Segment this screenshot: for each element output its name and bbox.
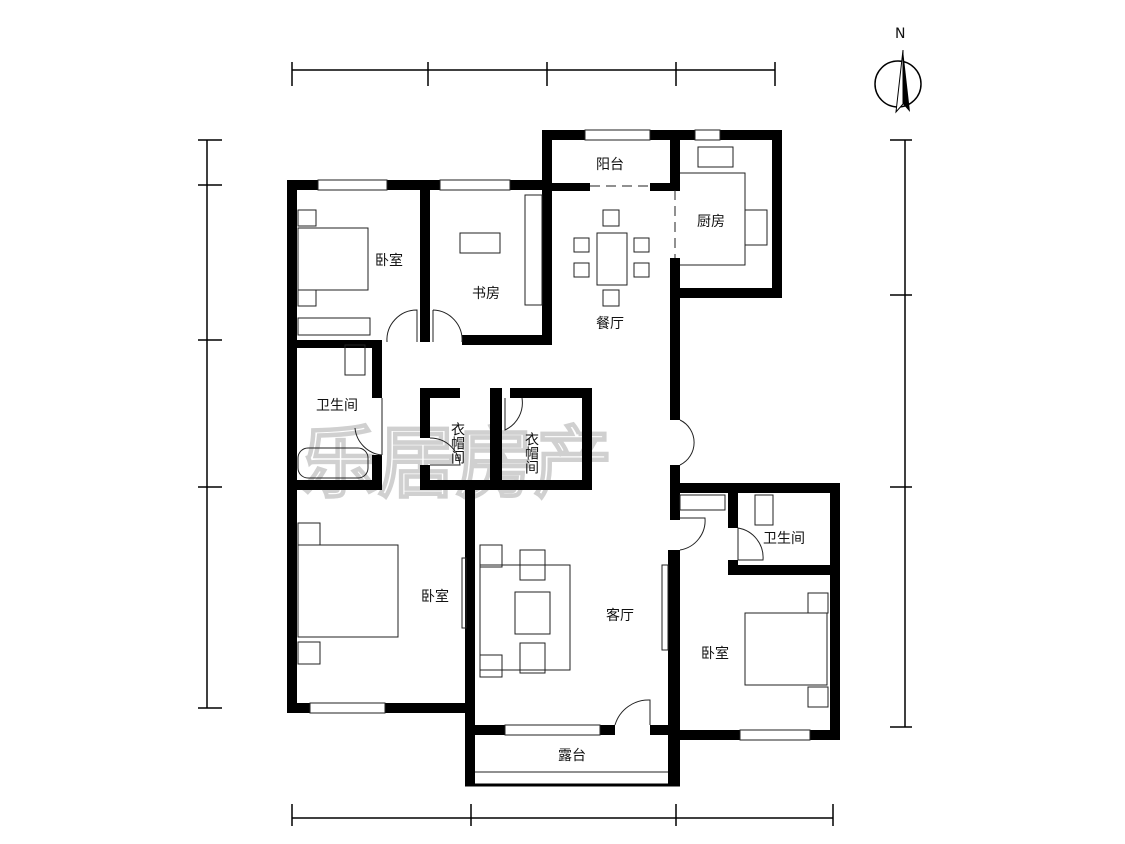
room-label-bedroom-nw: 卧室 [375, 252, 403, 269]
room-label-living: 客厅 [606, 607, 634, 624]
north-compass-icon [874, 49, 922, 114]
room-label-closet-1: 衣帽间 [449, 422, 465, 465]
doors [354, 185, 764, 726]
sink-icon [744, 209, 768, 246]
room-label-bedroom-sw: 卧室 [421, 588, 449, 605]
room-label-bathroom-e: 卫生间 [763, 531, 805, 547]
furniture [297, 146, 829, 708]
room-label-closet-2: 衣帽间 [523, 432, 539, 475]
tv-cabinet-icon [661, 564, 669, 651]
bed-icon [744, 612, 828, 686]
room-label-bedroom-se: 卧室 [701, 645, 729, 662]
room-label-terrace: 露台 [558, 748, 586, 764]
bed-icon [297, 544, 399, 638]
bathtub-icon [297, 447, 369, 479]
room-labels: 阳台 厨房 卧室 书房 餐厅 卫生间 衣帽间 衣帽间 卧室 客厅 卫生间 卧室 … [316, 157, 805, 764]
dining-table-icon [596, 232, 628, 286]
watermark: 乐居房产 [300, 419, 612, 509]
toilet-icon [344, 344, 366, 376]
room-label-dining: 餐厅 [596, 316, 624, 332]
walls [287, 130, 840, 785]
bed-icon [297, 227, 369, 291]
room-label-study: 书房 [472, 286, 500, 302]
room-label-bathroom-w: 卫生间 [316, 398, 358, 414]
compass-north-label: N [895, 26, 905, 42]
toilet-icon [754, 494, 774, 526]
room-label-balcony: 阳台 [596, 157, 624, 173]
room-label-kitchen: 厨房 [697, 214, 725, 230]
stove-icon [697, 146, 734, 168]
desk-icon [459, 232, 501, 254]
windows [309, 129, 811, 787]
sofa-icon [479, 564, 571, 671]
dimension-lines [198, 62, 912, 826]
